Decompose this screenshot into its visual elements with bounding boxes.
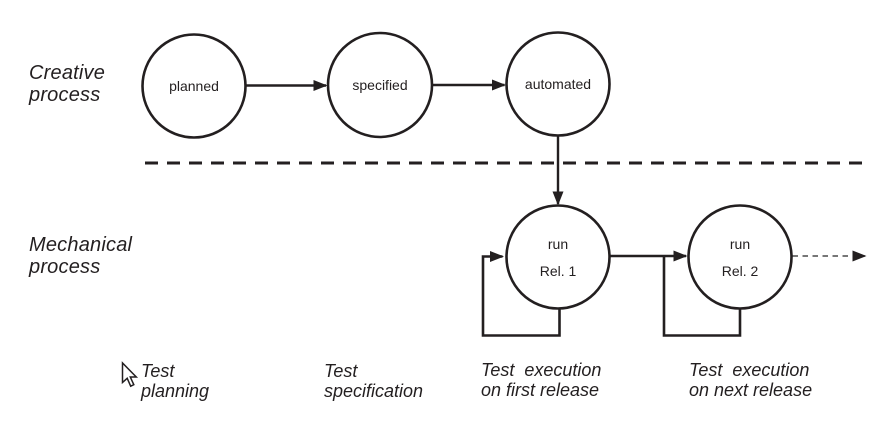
caption-test-specification: Test specification (324, 361, 424, 401)
node-label-planned: planned (169, 78, 219, 94)
self-loop-run2 (662, 256, 742, 337)
self-loop-run1 (481, 251, 561, 337)
caption-test-planning: Test planning (141, 361, 210, 401)
node-label-specified: specified (352, 77, 408, 93)
lane-label-mechanical-process: Mechanical process (29, 234, 133, 278)
caption-test-execution-first-release: Test execution on first release (481, 360, 602, 400)
node-automated-circle (505, 31, 611, 137)
node-run-rel2-circle (687, 204, 793, 310)
node-planned-circle (141, 33, 247, 139)
node-label-run-rel1: run Rel. 1 (539, 236, 577, 279)
node-specified-circle (326, 31, 434, 139)
cursor-icon (121, 361, 139, 388)
node-label-run-rel2: run Rel. 2 (721, 236, 759, 279)
node-label-automated: automated (524, 76, 592, 92)
node-run-rel1-circle (505, 204, 611, 310)
caption-test-execution-next-release: Test execution on next release (689, 360, 813, 400)
lane-label-creative-process: Creative process (29, 62, 106, 106)
